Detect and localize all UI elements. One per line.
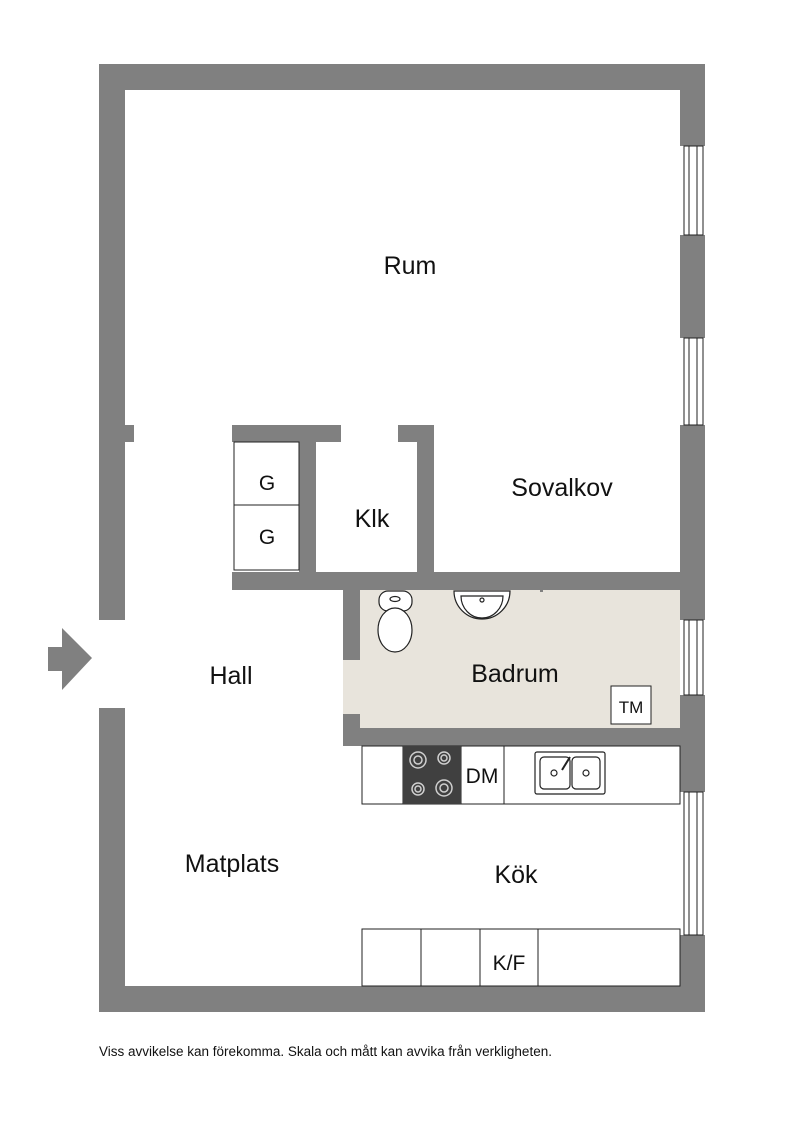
room-label-badrum: Badrum xyxy=(471,660,559,688)
room-label-kok: Kök xyxy=(494,861,538,889)
kitchen-counter-lower xyxy=(361,928,681,987)
kitchen-sink-icon xyxy=(534,751,606,795)
room-label-sovalkov: Sovalkov xyxy=(511,474,613,502)
fridge-freezer-label: K/F xyxy=(493,952,526,975)
wardrobes xyxy=(233,441,300,571)
room-label-matplats: Matplats xyxy=(185,850,279,878)
stove-icon xyxy=(403,746,461,804)
dishwasher-label: DM xyxy=(466,765,499,788)
windows xyxy=(683,145,704,936)
room-label-hall: Hall xyxy=(209,662,252,690)
wardrobe-label-2: G xyxy=(259,526,275,549)
washbasin-icon xyxy=(453,590,511,620)
washing-machine-label: TM xyxy=(619,698,644,717)
toilet-icon xyxy=(377,590,413,653)
room-label-rum: Rum xyxy=(384,252,437,280)
disclaimer-text: Viss avvikelse kan förekomma. Skala och … xyxy=(99,1044,552,1059)
outer-walls xyxy=(99,64,705,1012)
interior-walls xyxy=(125,425,680,746)
washing-machine-box xyxy=(610,685,652,725)
entrance-arrow-icon xyxy=(48,628,92,690)
room-label-klk: Klk xyxy=(355,505,390,533)
wardrobe-label-1: G xyxy=(259,472,275,495)
